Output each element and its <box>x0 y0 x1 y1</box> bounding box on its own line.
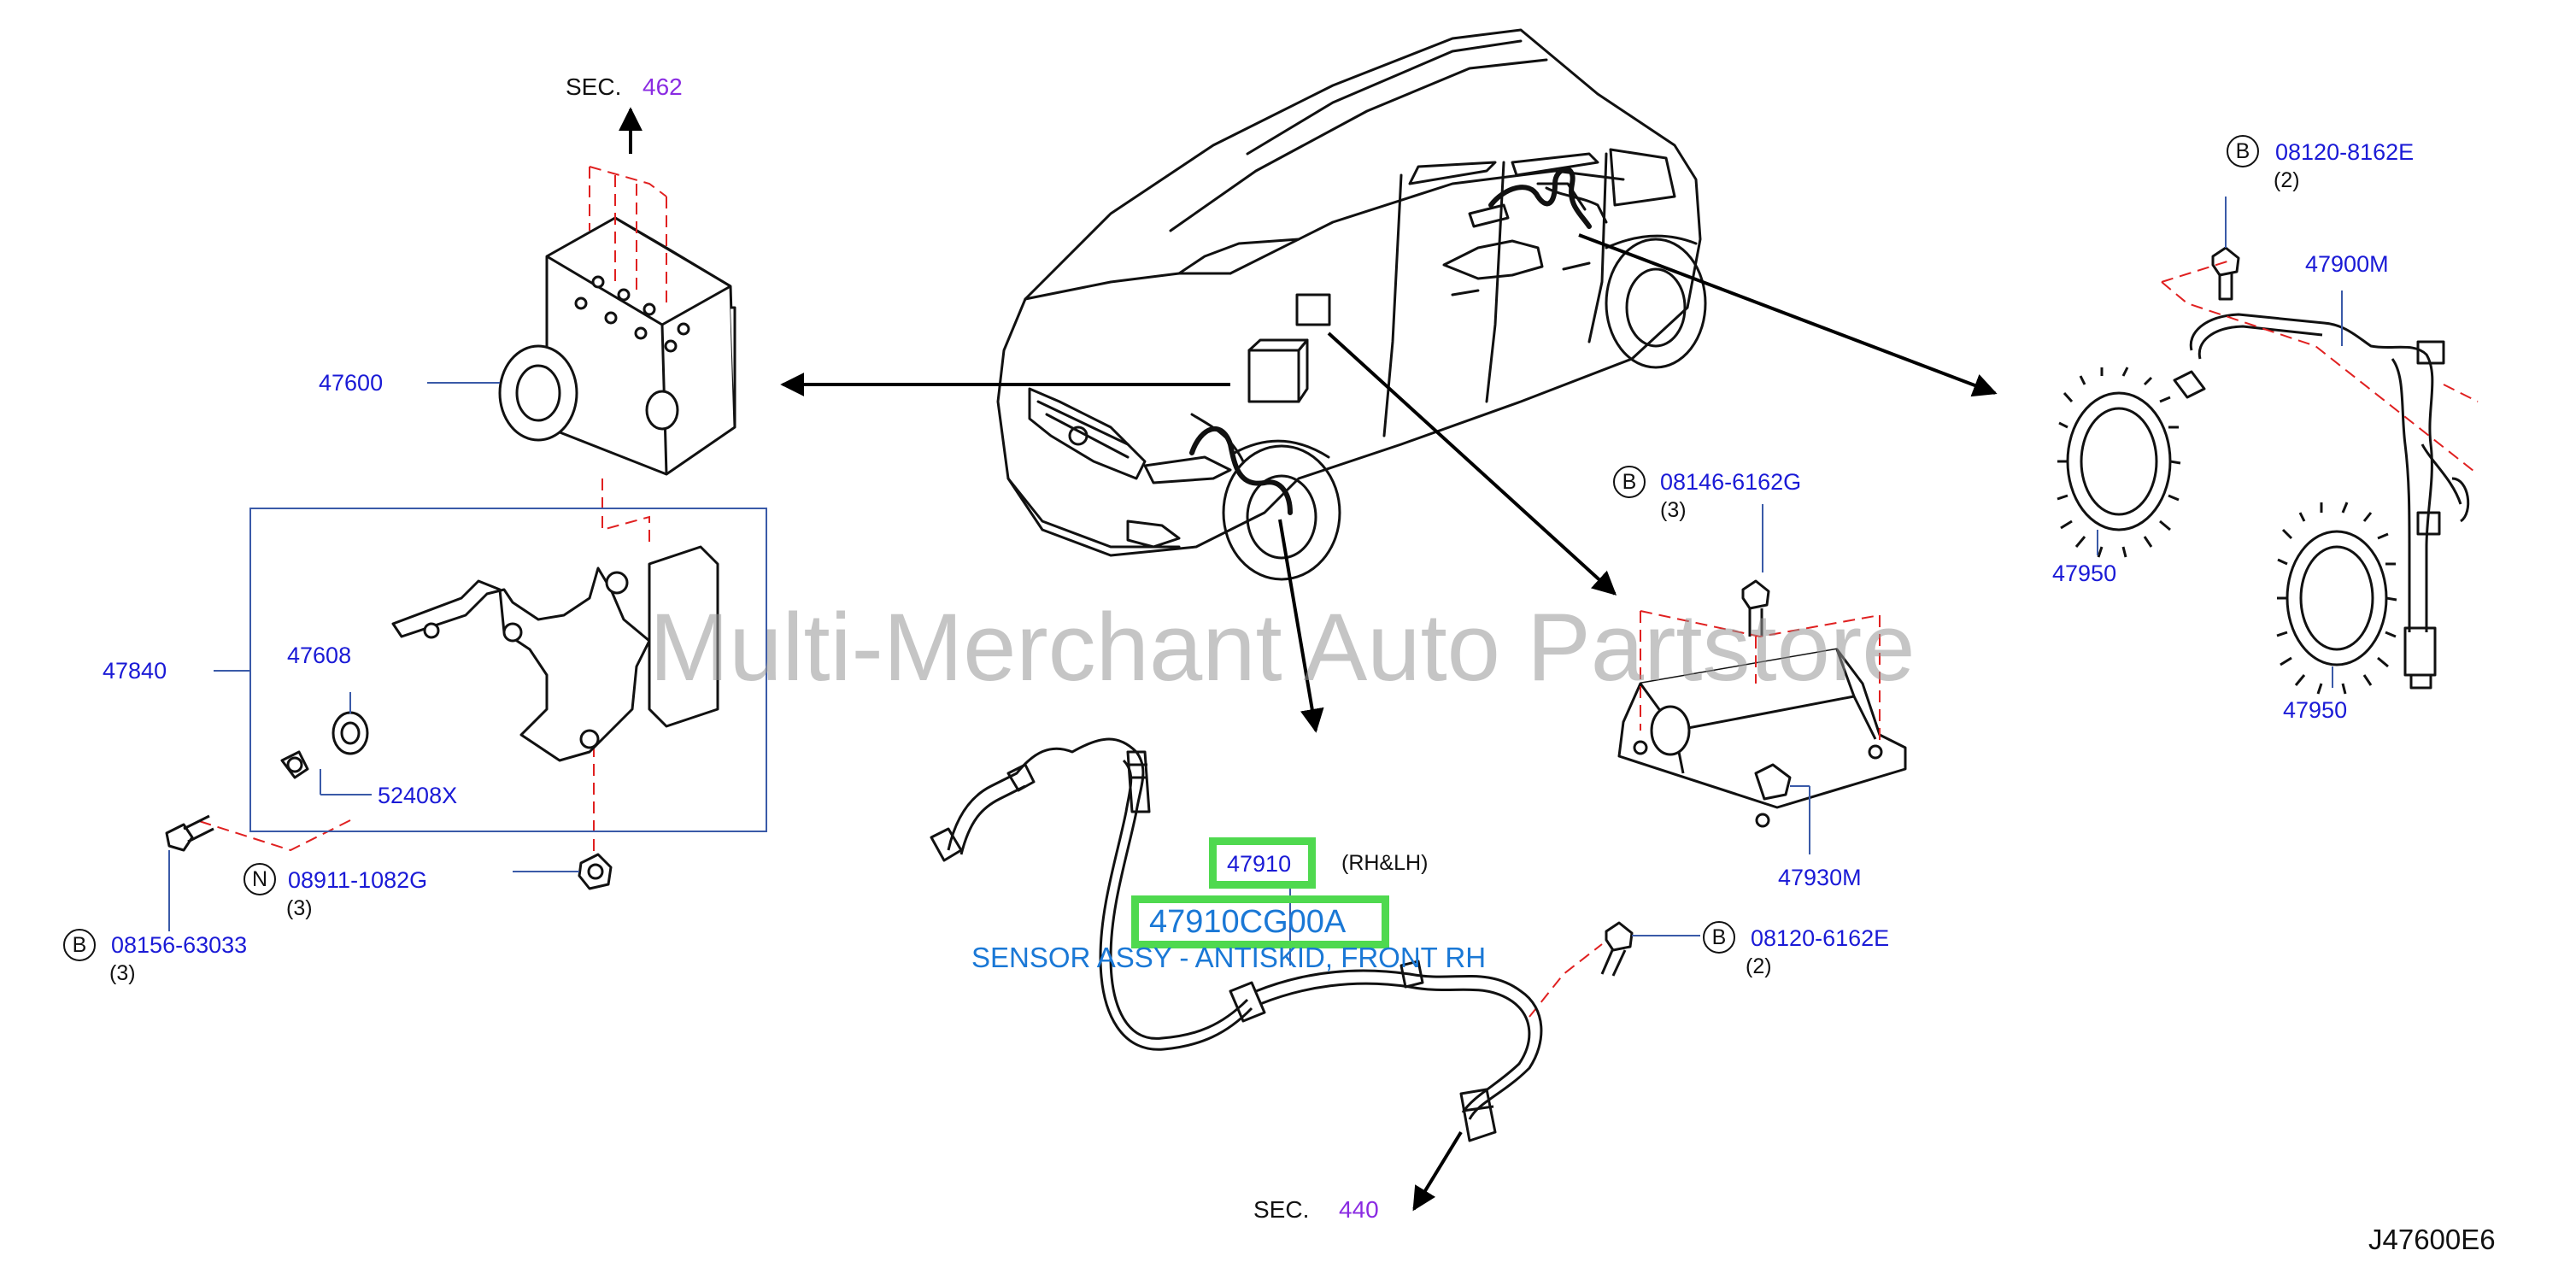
module-centerlines <box>1529 610 1881 1018</box>
section-ref-bottom-number[interactable]: 440 <box>1339 1196 1379 1223</box>
pointer-arrows <box>619 107 1998 1212</box>
vehicle-drawing <box>996 28 1707 581</box>
front-sensor-drawing <box>930 737 1634 1142</box>
diagram-id: J47600E6 <box>2368 1224 2496 1255</box>
section-ref-top-number[interactable]: 462 <box>643 73 683 100</box>
watermark: Multi-Merchant Auto Partstore <box>649 594 1916 701</box>
vehicle-harness <box>1189 167 1592 515</box>
bolt-rear-callout: B <box>2227 135 2259 167</box>
part-47950-upper-label[interactable]: 47950 <box>2052 561 2117 586</box>
part-47600-label[interactable]: 47600 <box>319 370 384 396</box>
bolt-front-quantity: (2) <box>1746 954 1772 978</box>
section-ref-bottom-prefix: SEC. <box>1253 1196 1310 1223</box>
part-47840-label[interactable]: 47840 <box>103 658 167 684</box>
part-08911-1082g-label[interactable]: 08911-1082G <box>288 867 428 893</box>
rear-sensor-drawing <box>2173 246 2470 690</box>
part-47910-side: (RH&LH) <box>1341 851 1429 875</box>
oem-part-number[interactable]: 47910CG00A <box>1149 904 1347 940</box>
abs-actuator-drawing <box>498 216 736 476</box>
part-description: SENSOR ASSY - ANTISKID, FRONT RH <box>971 942 1487 973</box>
part-52408x-label[interactable]: 52408X <box>378 783 458 808</box>
part-08146-6162g-label[interactable]: 08146-6162G <box>1660 469 1802 495</box>
bracket-drawing <box>165 545 719 890</box>
part-08120-6162e-label[interactable]: 08120-6162E <box>1751 925 1890 951</box>
bolt-module-callout: B <box>1613 466 1646 498</box>
bolt-module-quantity: (3) <box>1660 498 1687 522</box>
section-ref-top-prefix: SEC. <box>566 73 622 100</box>
part-47608-label[interactable]: 47608 <box>287 643 352 668</box>
rear-centerlines <box>2161 260 2479 475</box>
control-module-drawing <box>1617 579 1907 828</box>
oem-part-highlight <box>1131 895 1389 948</box>
rotor-upper-drawing <box>2057 367 2181 558</box>
bolt-left-quantity: (3) <box>109 961 136 985</box>
leader-lines <box>168 197 2343 966</box>
part-47930m-label[interactable]: 47930M <box>1778 865 1862 890</box>
bolt-left-callout: B <box>63 929 96 961</box>
part-47910-label[interactable]: 47910 <box>1227 851 1292 877</box>
rotor-lower-drawing <box>2276 502 2397 695</box>
part-08120-8162e-label[interactable]: 08120-8162E <box>2275 139 2415 165</box>
bolt-rear-quantity: (2) <box>2274 168 2300 192</box>
part-47910-highlight <box>1209 837 1316 889</box>
part-47900m-label[interactable]: 47900M <box>2305 251 2389 277</box>
part-08156-63033-label[interactable]: 08156-63033 <box>111 932 248 958</box>
nut-quantity: (3) <box>286 896 313 920</box>
bolt-front-callout: B <box>1703 921 1735 954</box>
nut-callout: N <box>244 863 276 895</box>
part-47950-lower-label[interactable]: 47950 <box>2283 697 2348 723</box>
